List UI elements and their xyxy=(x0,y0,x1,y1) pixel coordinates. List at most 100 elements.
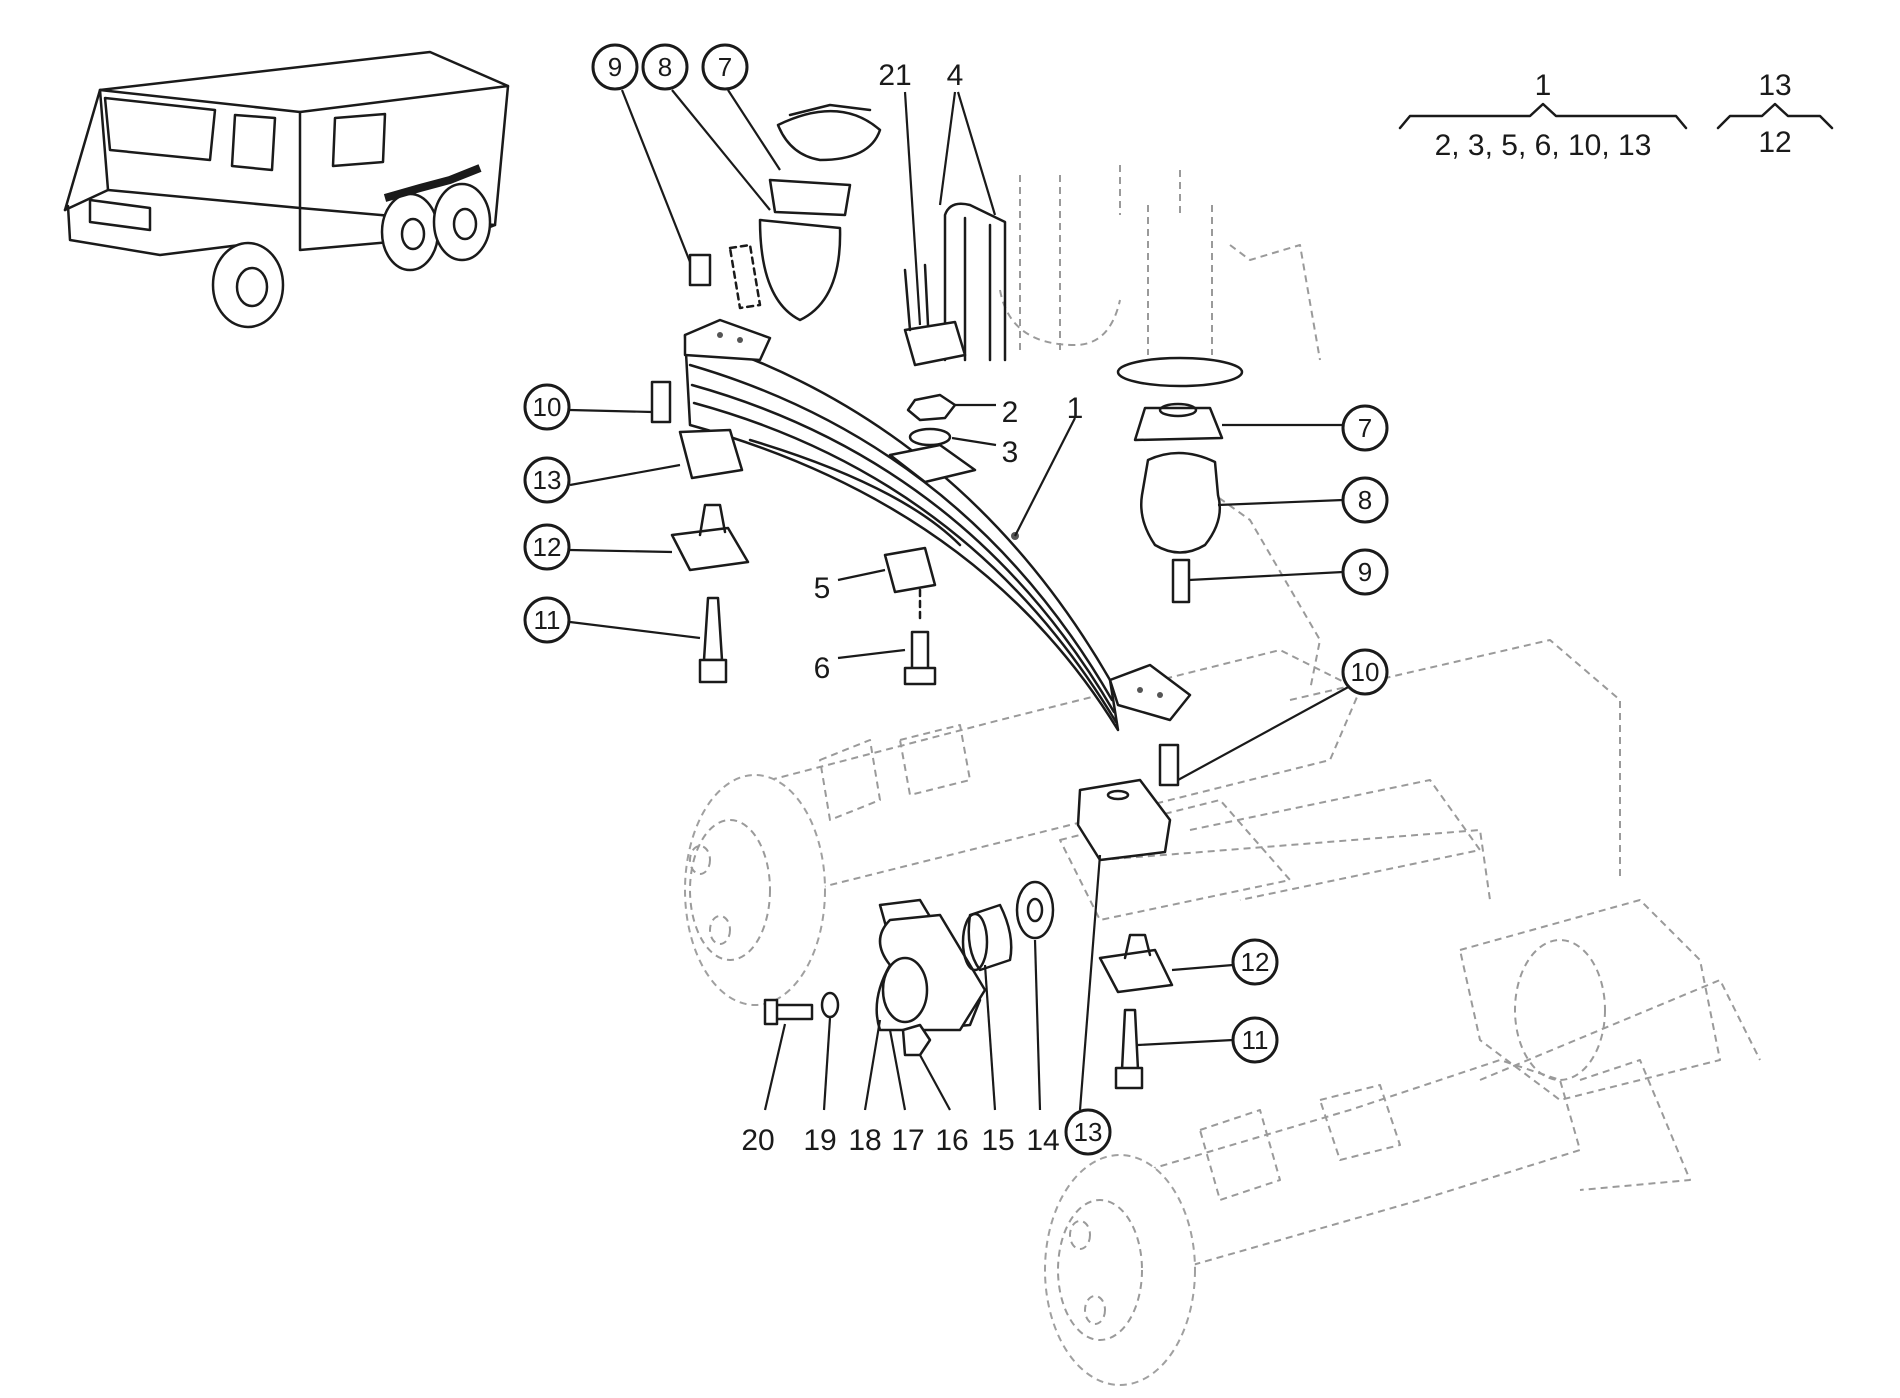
callout-rubber-mount: 13 xyxy=(1064,854,1112,1156)
centre-block xyxy=(883,546,937,594)
callout-number: 20 xyxy=(741,1124,774,1157)
callout-number: 19 xyxy=(803,1124,836,1157)
leader-line xyxy=(569,620,701,640)
leader-line xyxy=(1078,854,1102,1111)
callout-number: 3 xyxy=(1002,436,1019,469)
callout-number: 5 xyxy=(814,572,831,605)
rear-bump-stop-8 xyxy=(1140,451,1222,554)
u-bolt xyxy=(943,202,1007,362)
callout-bump-stop: 8 xyxy=(641,43,771,211)
legend-group-a: 1 2, 3, 5, 6, 10, 13 xyxy=(1398,69,1688,162)
bump-stop-rubber xyxy=(758,218,842,322)
callout-number: 7 xyxy=(1358,413,1372,443)
callout-number: 15 xyxy=(981,1124,1014,1157)
legend-group-a-children: 2, 3, 5, 6, 10, 13 xyxy=(1435,129,1652,162)
callout-u-bolt: 4 xyxy=(938,59,997,216)
u-bolt-assembly xyxy=(903,202,1007,367)
leader-line xyxy=(888,1029,907,1111)
callout-number: 18 xyxy=(848,1124,881,1157)
leader-line xyxy=(837,568,886,582)
callout-circle xyxy=(523,383,571,431)
callout-circle xyxy=(1231,1016,1279,1064)
callout-number: 13 xyxy=(1074,1117,1103,1147)
callout-number: 11 xyxy=(1242,1025,1269,1055)
callout-circle xyxy=(523,456,571,504)
legend-group-b-brace xyxy=(1716,102,1834,130)
callout-stud: 11 xyxy=(1137,1016,1279,1064)
callout-number: 11 xyxy=(534,605,561,635)
legend-group-b-parent: 13 xyxy=(1758,69,1791,102)
vehicle-thumbnail xyxy=(63,50,510,329)
leader-line xyxy=(1217,498,1344,507)
lower-bracket-12 xyxy=(1098,948,1174,994)
callout-circle xyxy=(641,43,689,91)
thrust-washer-14 xyxy=(1015,880,1055,940)
vehicle-spring-highlight xyxy=(383,164,482,202)
spring-eye-front xyxy=(683,318,772,362)
left-mount-stack xyxy=(650,380,750,684)
callout-leaf-spring: 1 xyxy=(1014,392,1083,537)
left-rubber-mount-13 xyxy=(678,428,744,480)
callout-stud: 11 xyxy=(523,596,701,644)
callout-washer: 3 xyxy=(951,436,1019,469)
callout-rubber-mount: 13 xyxy=(523,456,681,504)
centre-fasteners xyxy=(903,393,957,686)
rear-spring-seat-7 xyxy=(1133,406,1224,442)
leader-line xyxy=(938,91,957,206)
callout-number: 10 xyxy=(1351,657,1380,687)
callout-bolt: 20 xyxy=(741,1023,787,1157)
callout-circle xyxy=(523,596,571,644)
callout-number: 14 xyxy=(1026,1124,1059,1157)
vehicle-rear-wheel xyxy=(432,182,492,262)
leader-line xyxy=(1014,417,1076,537)
leaf-spring-assembly xyxy=(683,318,1192,732)
callout-bolt: 10 xyxy=(1177,648,1389,781)
callout-circle xyxy=(1064,1108,1112,1156)
leader-line xyxy=(1188,570,1344,582)
right-mount-stack xyxy=(1076,743,1180,862)
leader-line xyxy=(763,1023,787,1111)
callout-washer: 19 xyxy=(803,1017,837,1157)
right-rubber-mount-13 xyxy=(1076,778,1172,862)
left-bracket-12 xyxy=(670,526,750,572)
spring-centre-pad xyxy=(888,443,977,484)
callout-number: 21 xyxy=(878,59,911,92)
centre-washer-3 xyxy=(908,427,952,447)
leader-line xyxy=(1171,963,1234,972)
leader-line xyxy=(951,436,997,447)
leader-line xyxy=(569,548,673,554)
lower-stud-11 xyxy=(1120,1008,1140,1072)
rear-bolt-9 xyxy=(1171,558,1191,604)
ghost-chassis xyxy=(999,165,1761,1191)
leader-line xyxy=(919,1054,951,1111)
ghost-rear-axle xyxy=(1044,899,1721,1386)
callout-number: 10 xyxy=(533,392,562,422)
callout-spacer: 18 xyxy=(848,1019,882,1157)
leader-line xyxy=(671,89,771,211)
legend-group-a-brace xyxy=(1398,102,1688,130)
callout-number: 7 xyxy=(718,52,732,82)
callout-number: 16 xyxy=(935,1124,968,1157)
callout-thrust-washer: 14 xyxy=(1026,939,1060,1157)
bump-stop-bolt xyxy=(688,253,712,287)
leader-line xyxy=(1177,684,1353,781)
rear-spring-seat-flange xyxy=(1116,356,1244,388)
front-bump-stop-assembly xyxy=(688,103,882,322)
callout-circle xyxy=(591,43,639,91)
left-bolt-10 xyxy=(650,380,672,424)
lower-right-stack xyxy=(1098,933,1174,1090)
leader-line xyxy=(983,964,997,1111)
callout-number: 17 xyxy=(891,1124,924,1157)
legend-group-b-children: 12 xyxy=(1758,126,1791,159)
pivot-assembly xyxy=(763,880,1055,1057)
leader-line xyxy=(569,408,653,414)
callout-circle xyxy=(1341,548,1389,596)
callout-number: 2 xyxy=(1002,396,1019,429)
callout-nut: 2 xyxy=(955,396,1018,429)
ghost-rear-hub xyxy=(1044,1154,1196,1386)
callout-number: 12 xyxy=(1241,947,1270,977)
callout-number: 9 xyxy=(608,52,622,82)
vehicle-front-wheel xyxy=(211,241,285,329)
upper-spring-seat xyxy=(776,109,882,162)
spacer-18 xyxy=(881,956,929,1024)
